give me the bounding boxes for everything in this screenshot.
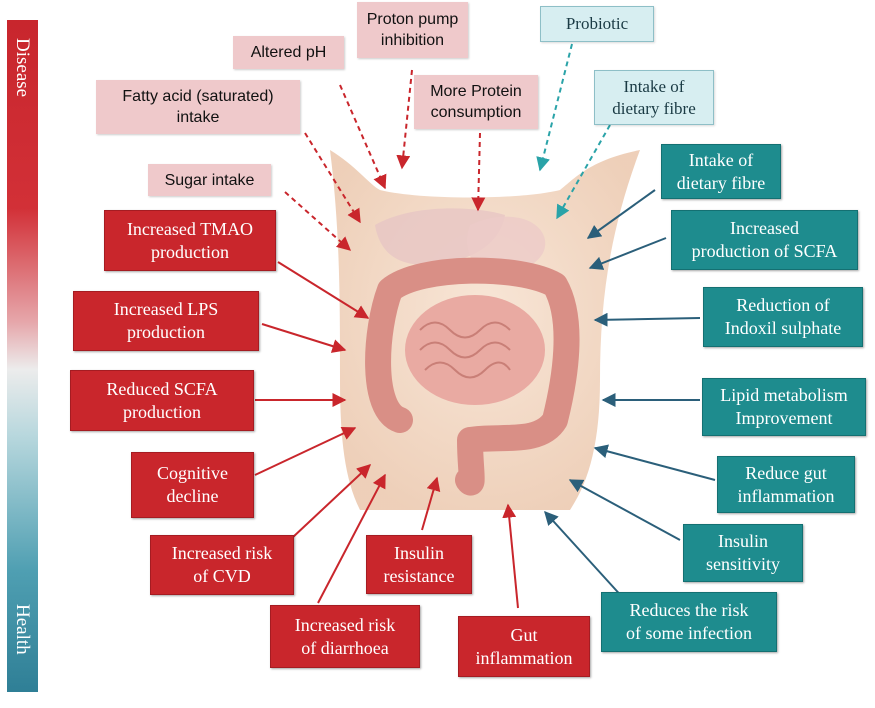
- diarrhoea-box: Increased risk of diarrhoea: [270, 605, 420, 668]
- insulin-sensitivity-box: Insulin sensitivity: [683, 524, 803, 582]
- proton-pump-box: Proton pump inhibition: [357, 2, 468, 58]
- reduced-scfa-box: Reduced SCFA production: [70, 370, 254, 431]
- arrow-probiotic: [540, 44, 572, 170]
- protein-box: More Protein consumption: [414, 75, 538, 129]
- arrow-gut-inflammation: [508, 505, 518, 608]
- dietary-fibre-box: Intake of dietary fibre: [661, 144, 781, 199]
- arrow-infection: [545, 512, 625, 600]
- probiotic-box: Probiotic: [540, 6, 654, 42]
- arrow-cognitive: [255, 428, 355, 475]
- lipid-metabolism-box: Lipid metabolism Improvement: [702, 378, 866, 436]
- gut-inflammation-box: Gut inflammation: [458, 616, 590, 677]
- dietary-fibre-top-box: Intake of dietary fibre: [594, 70, 714, 125]
- arrow-proton-pump: [402, 70, 412, 168]
- arrow-insulin-sensitivity: [570, 480, 680, 540]
- fatty-acid-box: Fatty acid (saturated) intake: [96, 80, 300, 134]
- reduce-gut-inflammation-box: Reduce gut inflammation: [717, 456, 855, 513]
- arrow-lps: [262, 324, 345, 350]
- indoxil-sulphate-box: Reduction of Indoxil sulphate: [703, 287, 863, 347]
- arrow-indoxil: [595, 318, 700, 320]
- sugar-intake-box: Sugar intake: [148, 164, 271, 196]
- increased-scfa-box: Increased production of SCFA: [671, 210, 858, 270]
- insulin-resistance-box: Insulin resistance: [366, 535, 472, 594]
- tmao-box: Increased TMAO production: [104, 210, 276, 271]
- lps-box: Increased LPS production: [73, 291, 259, 351]
- infection-risk-box: Reduces the risk of some infection: [601, 592, 777, 652]
- small-intestine-shape: [405, 295, 545, 405]
- altered-ph-box: Altered pH: [233, 36, 344, 69]
- cvd-box: Increased risk of CVD: [150, 535, 294, 595]
- arrow-gut-inflammation-reduce: [595, 448, 715, 480]
- cognitive-decline-box: Cognitive decline: [131, 452, 254, 518]
